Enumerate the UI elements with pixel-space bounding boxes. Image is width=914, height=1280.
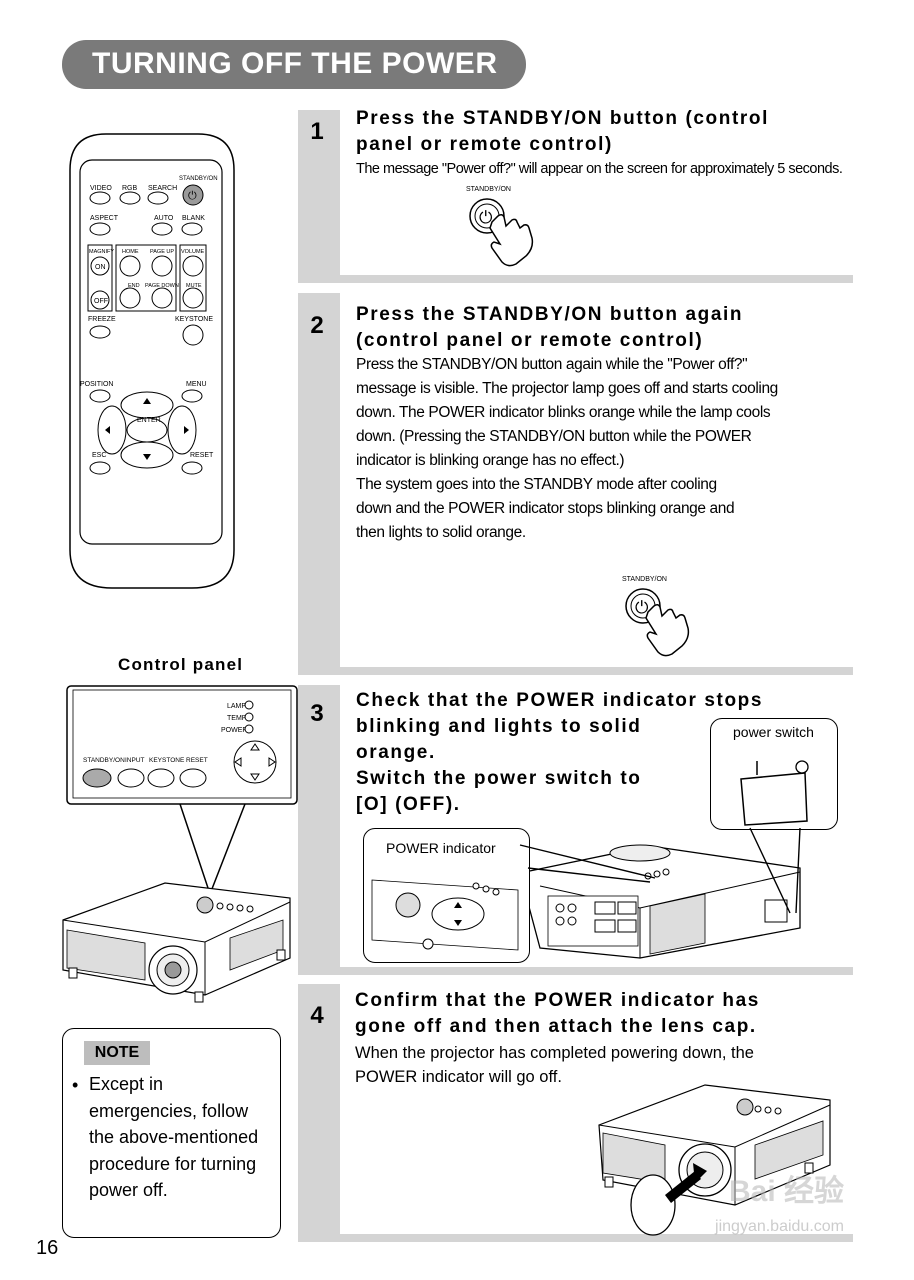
- svg-text:ASPECT: ASPECT: [90, 215, 119, 222]
- note-text: Except in emergencies, follow the above-…: [89, 1074, 259, 1200]
- svg-text:MENU: MENU: [186, 381, 207, 388]
- note-tag: NOTE: [84, 1041, 150, 1065]
- step-4-lens-cap-illustration: [598, 1084, 831, 1236]
- step-4-number: 4: [310, 1002, 324, 1029]
- power-switch-label: power switch: [733, 724, 814, 740]
- remote-label-standby: STANDBY/ON: [179, 176, 218, 182]
- step-2-button-press-illustration: STANDBY/ON ⏻: [622, 576, 690, 657]
- step-2-number: 2: [310, 312, 324, 339]
- svg-text:STANDBY/ON: STANDBY/ON: [83, 757, 125, 764]
- svg-text:BLANK: BLANK: [182, 215, 205, 222]
- svg-text:AUTO: AUTO: [154, 215, 174, 222]
- svg-text:RESET: RESET: [190, 452, 214, 459]
- step-3-heading: Check that the POWER indicator stops bli…: [356, 690, 764, 815]
- svg-text:POSITION: POSITION: [80, 381, 113, 388]
- step-1-button-press-illustration: STANDBY/ON ⏻: [466, 186, 534, 267]
- page-title: TURNING OFF THE POWER: [92, 47, 498, 80]
- svg-text:MUTE: MUTE: [186, 283, 202, 289]
- remote-control-illustration: STANDBY/ON VIDEO RGB SEARCH ⏻ ASPECT AUT…: [69, 133, 235, 589]
- step-3-projector-illustration: [519, 844, 801, 959]
- svg-text:OFF: OFF: [94, 298, 108, 305]
- step-1-heading: Press the STANDBY/ON button (control pan…: [356, 108, 769, 155]
- step-3-number: 3: [310, 700, 324, 727]
- svg-text:POWER: POWER: [221, 727, 247, 734]
- page-number: 16: [36, 1237, 59, 1259]
- remote-standby-button: [182, 184, 204, 206]
- svg-text:RGB: RGB: [122, 185, 138, 192]
- svg-text:⏻: ⏻: [635, 598, 649, 618]
- svg-text:MAGNIFY: MAGNIFY: [89, 249, 114, 255]
- svg-text:ENTER: ENTER: [137, 417, 161, 424]
- svg-text:⏻: ⏻: [188, 190, 197, 202]
- power-indicator-label: POWER indicator: [386, 840, 496, 856]
- step-2-heading: Press the STANDBY/ON button again (contr…: [356, 304, 744, 351]
- note-bullet: •: [72, 1075, 79, 1095]
- step-1-number: 1: [310, 118, 324, 145]
- step-4-text: When the projector has completed powerin…: [355, 1044, 754, 1086]
- svg-text:HOME: HOME: [122, 249, 139, 255]
- control-panel-illustration: LAMP TEMP POWER STANDBY/ON INPUT KEYSTON…: [62, 685, 298, 1003]
- svg-text:STANDBY/ON: STANDBY/ON: [466, 186, 511, 193]
- svg-text:FREEZE: FREEZE: [88, 316, 116, 323]
- watermark-url: jingyan.baidu.com: [715, 1218, 844, 1235]
- svg-text:RESET: RESET: [186, 757, 208, 764]
- svg-text:ESC: ESC: [92, 452, 106, 459]
- control-panel-label: Control panel: [118, 655, 244, 674]
- svg-text:INPUT: INPUT: [125, 757, 145, 764]
- svg-text:VIDEO: VIDEO: [90, 185, 112, 192]
- svg-text:ON: ON: [95, 264, 106, 271]
- svg-text:KEYSTONE: KEYSTONE: [149, 757, 185, 764]
- power-switch-pointer: [749, 827, 801, 914]
- watermark-brand: Bai 经验: [728, 1175, 844, 1208]
- svg-text:PAGE UP: PAGE UP: [150, 249, 174, 255]
- title-banner: [62, 40, 526, 89]
- power-switch-illustration: [740, 760, 809, 826]
- svg-text:TEMP: TEMP: [227, 715, 247, 722]
- svg-text:SEARCH: SEARCH: [148, 185, 177, 192]
- svg-text:PAGE DOWN: PAGE DOWN: [145, 283, 179, 289]
- svg-text:END: END: [128, 283, 140, 289]
- svg-text:STANDBY/ON: STANDBY/ON: [622, 576, 667, 583]
- step-4-heading: Confirm that the POWER indicator has gon…: [355, 990, 760, 1037]
- svg-text:LAMP: LAMP: [227, 703, 246, 710]
- svg-text:KEYSTONE: KEYSTONE: [175, 316, 213, 323]
- svg-text:VOLUME: VOLUME: [181, 249, 205, 255]
- step-1-text: The message "Power off?" will appear on …: [356, 161, 843, 177]
- svg-text:⏻: ⏻: [479, 208, 493, 228]
- power-indicator-pointer: [519, 844, 656, 883]
- step-2-text: Press the STANDBY/ON button again while …: [356, 356, 778, 541]
- power-indicator-closeup: [371, 879, 519, 951]
